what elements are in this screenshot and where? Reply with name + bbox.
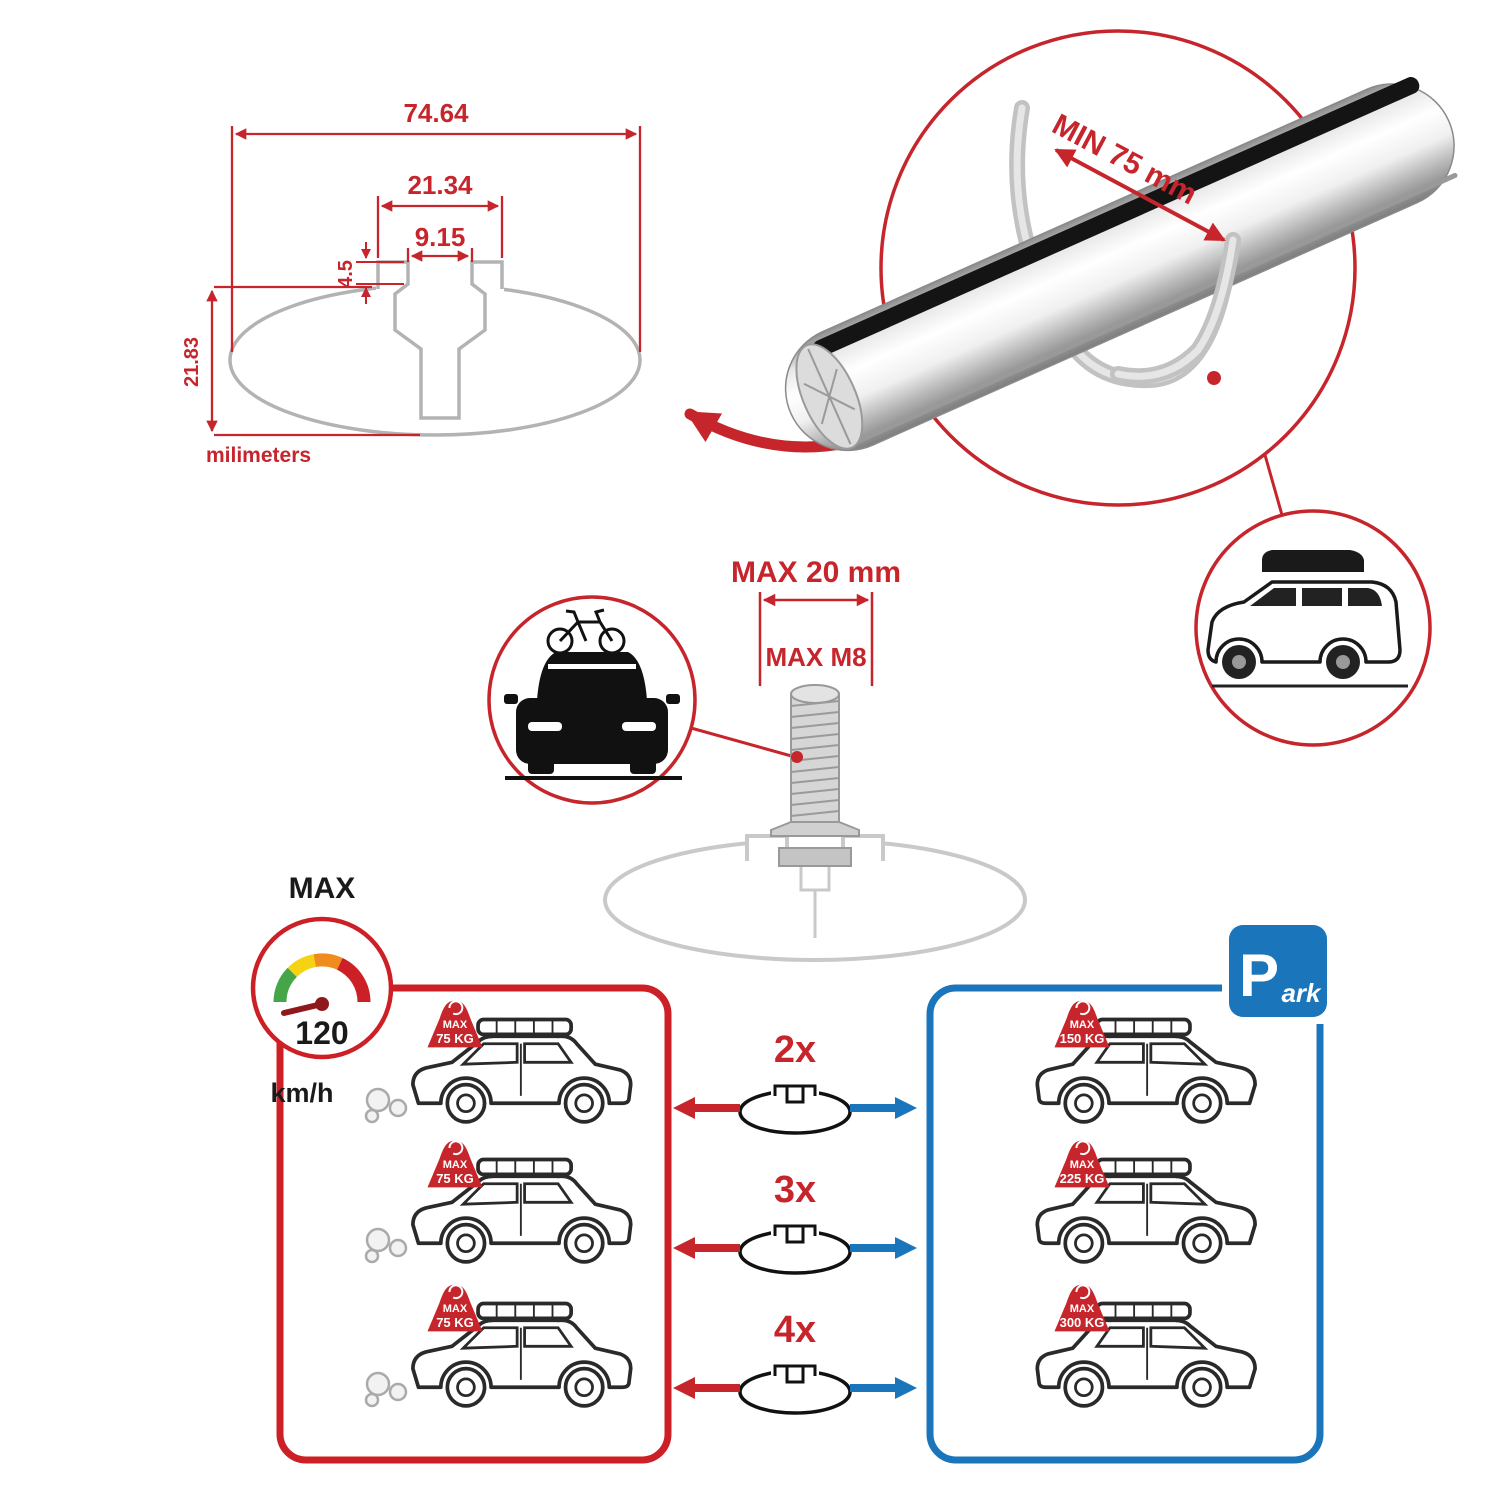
right-arrow-icon: [895, 1377, 917, 1399]
parked-car-row-2: MAX 225 KG: [1035, 1139, 1257, 1264]
dim-slot-opening-label: 9.15: [415, 222, 466, 252]
connector-line-bolt: [690, 726, 796, 759]
dim-outer-width: [230, 126, 642, 352]
badge-load-label: 75 KG: [436, 1031, 474, 1046]
driving-car-row-1: MAX 75 KG: [364, 999, 633, 1124]
parking-sign: P ark: [1222, 918, 1334, 1024]
bike-car-circle: [487, 595, 697, 805]
dim-outer-width-label: 74.64: [403, 98, 469, 128]
profile-ellipse: [228, 283, 642, 437]
parking-sign-plate: [1229, 925, 1327, 1017]
quantity-row-1: 2x: [673, 1029, 917, 1135]
bolt-diagram: MAX 20 mm MAX M8: [603, 556, 1027, 962]
right-arrow-icon: [895, 1237, 917, 1259]
bar-count-label: 2x: [774, 1029, 816, 1071]
dim-slot-outer-label: 21.34: [407, 170, 473, 200]
min-span-arrow: [1054, 148, 1226, 242]
badge-max-label: MAX: [443, 1019, 468, 1031]
quantity-row-3: 4x: [673, 1309, 917, 1415]
badge-max-label: MAX: [443, 1159, 468, 1171]
driving-car-row-2: MAX 75 KG: [364, 1139, 633, 1264]
parked-panel: MAX 150 KG MAX 225 KG MAX 300 KG P ark: [926, 918, 1334, 1464]
crossbar-profile-icon: [738, 1082, 852, 1135]
bolt-max-length-label: MAX 20 mm: [731, 556, 901, 589]
bar-count-label: 3x: [774, 1169, 816, 1211]
left-arrow-icon: [673, 1237, 695, 1259]
dim-lip-depth: [356, 242, 404, 304]
dim-height: [206, 285, 420, 437]
units-label: milimeters: [206, 444, 311, 467]
dim-lip-depth-label: 4.5: [335, 260, 357, 288]
profile-t-slot: [376, 260, 504, 420]
parking-sign-letter: P: [1239, 942, 1279, 1009]
left-arrow-icon: [673, 1377, 695, 1399]
crossbar-profile-icon: [738, 1362, 852, 1415]
driving-car-row-3: MAX 75 KG: [364, 1283, 633, 1408]
dim-slot-opening: [406, 248, 474, 262]
bolt-marker-dot: [791, 751, 803, 763]
car-front-with-bike-icon: [504, 608, 682, 780]
speed-unit: km/h: [270, 1078, 333, 1108]
quantity-column: 2x 3x 4x: [673, 1029, 917, 1415]
parking-sign-suffix: ark: [1281, 978, 1322, 1008]
speed-value: 120: [295, 1015, 348, 1051]
crossbar-profile-icon: [738, 1222, 852, 1275]
bolt-max-thread-label: MAX M8: [765, 642, 866, 672]
badge-max-label: MAX: [1070, 1159, 1095, 1171]
connector-line: [1263, 454, 1284, 516]
suv-with-roofbox-icon: [1206, 550, 1408, 688]
bolt-dimension-lines: [758, 592, 874, 686]
badge-load-label: 150 KG: [1060, 1031, 1105, 1046]
parked-car-row-1: MAX 150 KG: [1035, 999, 1257, 1124]
hook-marker-dot: [1207, 371, 1221, 385]
badge-max-label: MAX: [443, 1303, 468, 1315]
quantity-row-2: 3x: [673, 1169, 917, 1275]
roofbox-car-circle: [1194, 509, 1432, 747]
badge-max-label: MAX: [1070, 1303, 1095, 1315]
badge-max-label: MAX: [1070, 1019, 1095, 1031]
speed-limit-gauge: MAX 120 km/h: [250, 872, 394, 1108]
crossbar-detail-circle: MIN 75 mm: [784, 29, 1458, 507]
profile-dimension-drawing: 74.64 21.34 9.15 4.5 21.83: [181, 98, 642, 467]
badge-load-label: 225 KG: [1060, 1171, 1105, 1186]
speed-max-label: MAX: [289, 872, 356, 905]
left-arrow-icon: [673, 1097, 695, 1119]
gauge-arc: [273, 953, 371, 1003]
parked-car-row-3: MAX 300 KG: [1035, 1283, 1257, 1408]
bolt-slot: [745, 834, 885, 861]
driving-panel: MAX 75 KG MAX 75 KG MAX 75 KG MAX: [250, 872, 672, 1464]
badge-load-label: 300 KG: [1060, 1315, 1105, 1330]
bar-count-label: 4x: [774, 1309, 816, 1351]
dim-height-label: 21.83: [181, 337, 203, 387]
badge-load-label: 75 KG: [436, 1171, 474, 1186]
badge-load-label: 75 KG: [436, 1315, 474, 1330]
dim-slot-outer: [376, 196, 504, 258]
right-arrow-icon: [895, 1097, 917, 1119]
clamp-hook-front: [1110, 232, 1241, 385]
